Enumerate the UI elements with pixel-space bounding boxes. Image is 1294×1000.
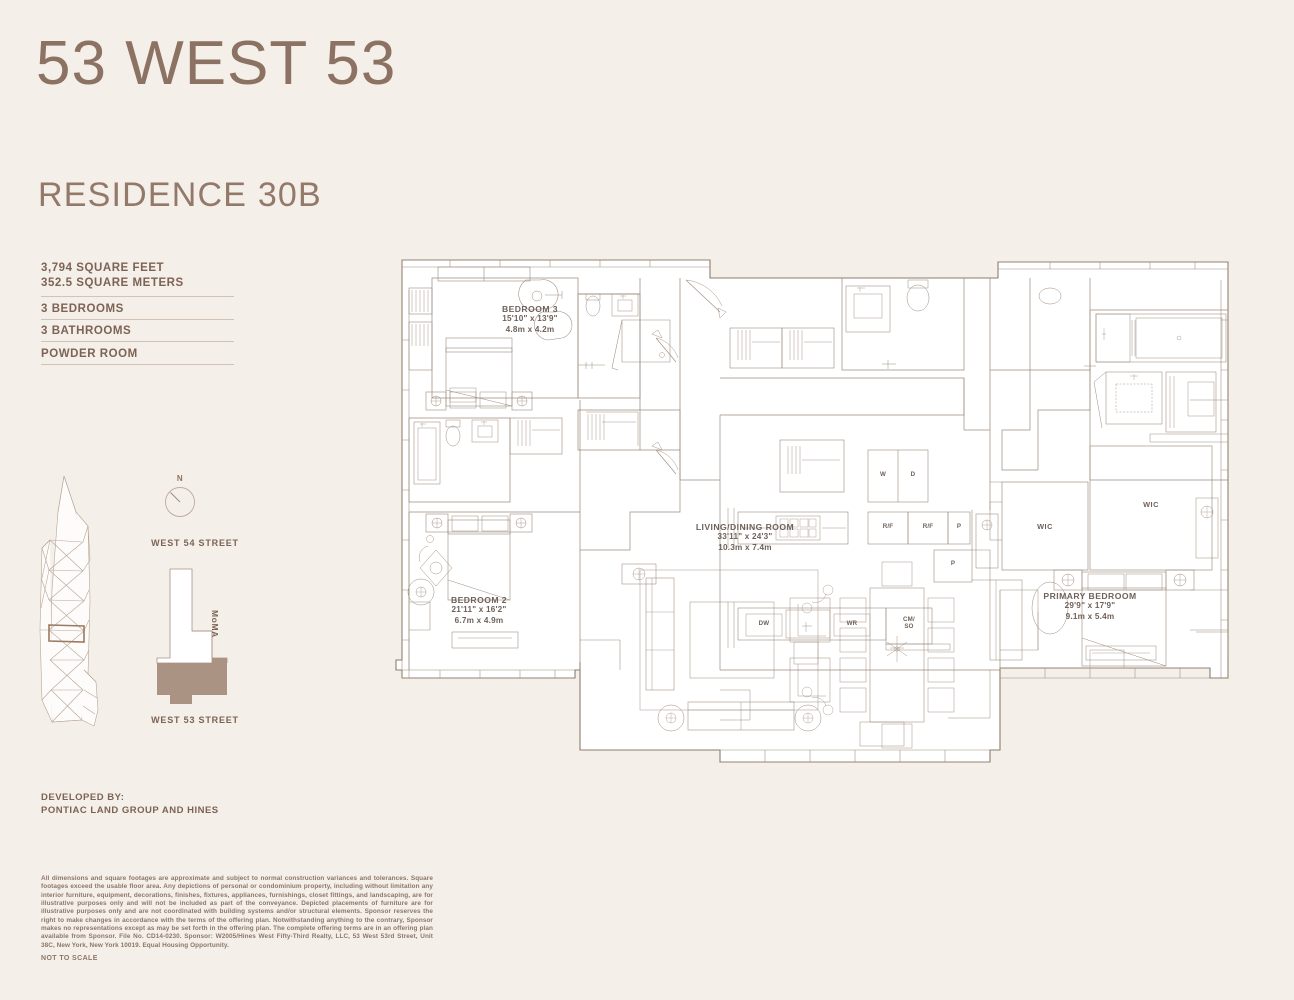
floor-plan-drawing: BEDROOM 3 15'10" x 13'9" 4.8m x 4.2m BED…	[390, 250, 1235, 770]
room-label-primary-bedroom: PRIMARY BEDROOM 29'9" x 17'9" 9.1m x 5.4…	[1000, 591, 1180, 622]
room-dim-ft: 15'10" x 13'9"	[502, 314, 558, 324]
developer-line-2: PONTIAC LAND GROUP AND HINES	[41, 804, 219, 816]
brand-title: 53 WEST 53	[36, 29, 397, 98]
room-name: PRIMARY BEDROOM	[1043, 591, 1137, 601]
street-label-south: WEST 53 STREET	[151, 715, 239, 725]
spec-bathrooms: 3 BATHROOMS	[41, 318, 234, 342]
page-title: RESIDENCE 30B	[38, 176, 322, 214]
north-compass: N	[160, 474, 200, 520]
spec-square-meters: 352.5 SQUARE METERS	[41, 277, 184, 289]
room-dim-m: 9.1m x 5.4m	[1065, 611, 1115, 621]
appliance-label-coffee-steam: CM/ SO	[903, 616, 915, 630]
not-to-scale-note: NOT TO SCALE	[41, 955, 98, 962]
room-dim-m: 6.7m x 4.9m	[454, 615, 504, 625]
appliance-label-refrigerator-2: R/F	[922, 523, 934, 530]
key-plan-shape	[130, 565, 260, 710]
site-key-plan: WEST 54 STREET WEST 53 STREET MoMA	[130, 538, 260, 733]
closet-label-wic-small: WIC	[1037, 522, 1053, 531]
room-name: BEDROOM 2	[450, 595, 508, 605]
appliance-label-wine-refrigerator: WR	[846, 620, 858, 627]
residence-specs: 3,794 SQUARE FEET 352.5 SQUARE METERS 3 …	[41, 261, 234, 365]
compass-north-label: N	[176, 474, 184, 483]
spec-area: 3,794 SQUARE FEET 352.5 SQUARE METERS	[41, 261, 234, 296]
spec-square-feet: 3,794 SQUARE FEET	[41, 262, 165, 274]
room-dim-m: 4.8m x 4.2m	[505, 324, 555, 334]
appliance-label-refrigerator-1: R/F	[882, 523, 894, 530]
legal-disclaimer: All dimensions and square footages are a…	[41, 875, 433, 949]
room-dim-ft: 33'11" x 24'3"	[717, 532, 773, 542]
room-label-living-dining: LIVING/DINING ROOM 33'11" x 24'3" 10.3m …	[655, 522, 835, 553]
room-name: LIVING/DINING ROOM	[695, 522, 795, 532]
appliance-label-pantry-2: P	[950, 560, 956, 567]
room-name: BEDROOM 3	[501, 304, 559, 314]
closet-label-wic-large: WIC	[1143, 500, 1159, 509]
appliance-label-dishwasher: DW	[758, 620, 770, 627]
spec-powder-room: POWDER ROOM	[41, 341, 234, 365]
room-dim-m: 10.3m x 7.4m	[718, 542, 772, 552]
room-dim-ft: 21'11" x 16'2"	[451, 605, 507, 615]
developer-credit: DEVELOPED BY: PONTIAC LAND GROUP AND HIN…	[41, 792, 219, 817]
room-label-bedroom-3: BEDROOM 3 15'10" x 13'9" 4.8m x 4.2m	[465, 304, 595, 335]
street-label-north: WEST 54 STREET	[151, 538, 239, 548]
appliance-label-washer: W	[879, 471, 887, 478]
room-label-bedroom-2: BEDROOM 2 21'11" x 16'2" 6.7m x 4.9m	[414, 595, 544, 626]
appliance-label-pantry-1: P	[956, 523, 962, 530]
developer-line-1: DEVELOPED BY:	[41, 792, 125, 803]
building-tower-illustration	[38, 470, 118, 730]
appliance-label-dryer: D	[910, 471, 916, 478]
room-dim-ft: 29'9" x 17'9"	[1064, 601, 1116, 611]
spec-bedrooms: 3 BEDROOMS	[41, 296, 234, 319]
moma-label: MoMA	[210, 610, 220, 638]
